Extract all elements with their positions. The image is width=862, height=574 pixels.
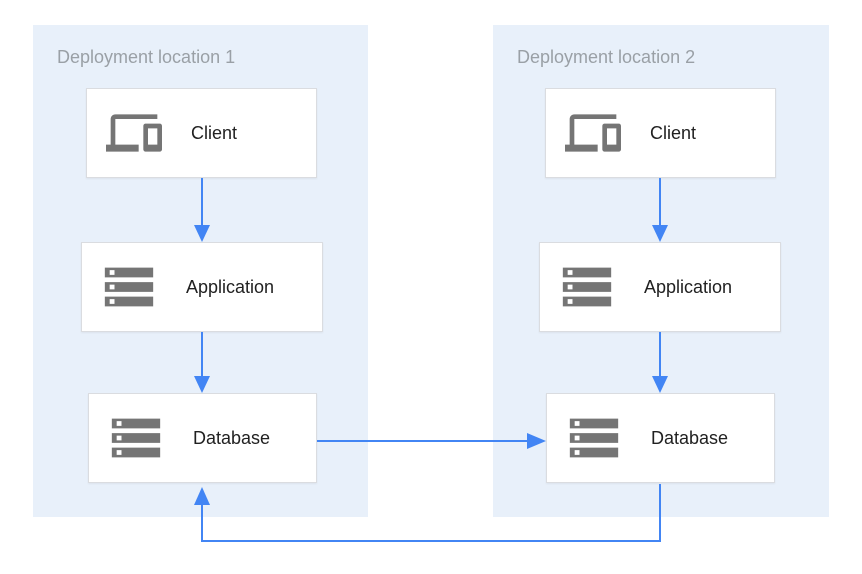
node-application-location-1: Application (81, 242, 323, 332)
node-application-location-2: Application (539, 242, 781, 332)
node-client-location-2: Client (545, 88, 776, 178)
devices-icon (562, 105, 624, 161)
node-label: Client (191, 122, 238, 143)
node-label: Application (186, 276, 275, 297)
node-database-location-1: Database (88, 393, 317, 483)
node-label: Database (651, 427, 729, 448)
devices-icon (103, 105, 165, 161)
server-stack-icon (556, 258, 618, 316)
node-database-location-2: Database (546, 393, 775, 483)
node-client-location-1: Client (86, 88, 317, 178)
node-label: Application (644, 276, 733, 297)
server-stack-icon (98, 258, 160, 316)
deployment-location-2-title: Deployment location 2 (517, 47, 696, 67)
deployment-location-1-title: Deployment location 1 (57, 47, 236, 67)
server-stack-icon (563, 409, 625, 467)
node-label: Client (650, 122, 697, 143)
node-label: Database (193, 427, 271, 448)
server-stack-icon (105, 409, 167, 467)
